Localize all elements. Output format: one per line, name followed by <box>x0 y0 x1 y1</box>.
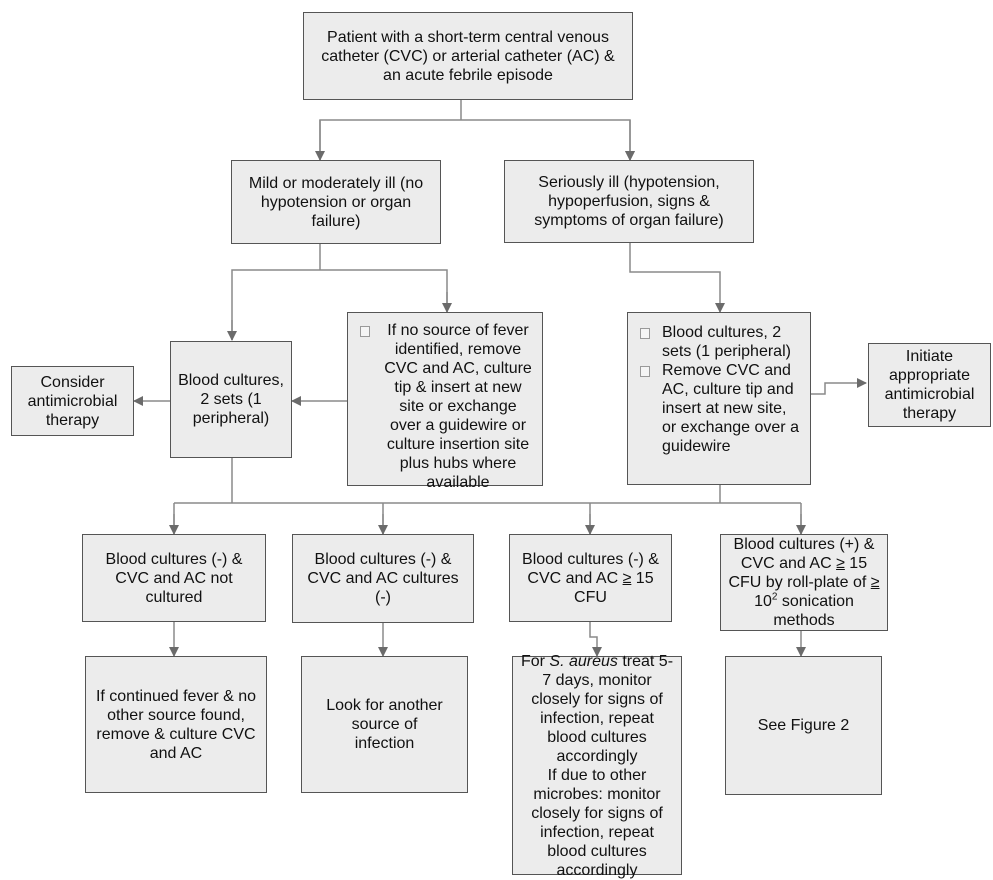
serious-text: Seriously ill (hypotension, hypoperfusio… <box>534 174 724 229</box>
connector-bullets-initiate <box>811 378 867 395</box>
saureus-text: For S. aureus treat 5-7 days, monitor cl… <box>520 652 674 879</box>
no-source-text: If no source of fever identified, remove… <box>384 322 532 491</box>
checkbox-bullet-icon <box>360 326 370 337</box>
checkbox-bullet-icon <box>640 366 650 377</box>
bc-pos-box: Blood cultures (+) & CVC and AC ≥ 15 CFU… <box>720 534 888 631</box>
initiate-box: Initiate appropriate antimicrobial thera… <box>868 343 991 427</box>
bc-neg-cvc-neg-text: Blood cultures (-) & CVC and AC cultures… <box>307 551 459 606</box>
bc-pos-text: Blood cultures (+) & CVC and AC ≥ 15 CFU… <box>728 536 880 629</box>
mild-box: Mild or moderately ill (no hypotension o… <box>231 160 441 244</box>
another-source-box: Look for another source of infection <box>301 656 468 793</box>
connector-serious-bullets <box>629 243 725 313</box>
bc-neg-not-cultured-box: Blood cultures (-) & CVC and AC not cult… <box>82 534 266 622</box>
continued-fever-box: If continued fever & no other source fou… <box>85 656 267 793</box>
connector-patient-split <box>319 100 630 160</box>
initiate-text: Initiate appropriate antimicrobial thera… <box>884 348 975 422</box>
patient-text: Patient with a short-term central venous… <box>321 28 615 84</box>
saureus-box: For S. aureus treat 5-7 days, monitor cl… <box>512 653 682 879</box>
see-figure-box: See Figure 2 <box>725 656 882 795</box>
serious-bullet-1: Blood cultures, 2 sets (1 peripheral) <box>636 323 802 361</box>
bc-neg-not-cultured-text: Blood cultures (-) & CVC and AC not cult… <box>105 550 243 606</box>
serious-box: Seriously ill (hypotension, hypoperfusio… <box>504 160 754 243</box>
bc-neg-15-box: Blood cultures (-) & CVC and AC ≥ 15 CFU <box>509 534 672 622</box>
mild-text: Mild or moderately ill (no hypotension o… <box>248 174 424 230</box>
patient-box: Patient with a short-term central venous… <box>303 12 633 100</box>
bc-neg-15-text: Blood cultures (-) & CVC and AC ≥ 15 CFU <box>522 550 659 606</box>
no-source-box: If no source of fever identified, remove… <box>347 312 543 491</box>
consider-text: Consider antimicrobial therapy <box>27 373 118 429</box>
serious-bullet-2: Remove CVC and AC, culture tip and inser… <box>636 361 802 456</box>
no-source-item: If no source of fever identified, remove… <box>356 321 534 492</box>
blood-mild-text: Blood cultures, 2 sets (1 peripheral) <box>178 372 284 427</box>
serious-bullet-2-text: Remove CVC and AC, culture tip and inser… <box>662 362 799 455</box>
consider-box: Consider antimicrobial therapy <box>11 366 134 436</box>
checkbox-bullet-icon <box>640 328 650 339</box>
bc-neg-cvc-neg-box: Blood cultures (-) & CVC and AC cultures… <box>292 534 474 623</box>
see-figure-text: See Figure 2 <box>757 717 850 734</box>
serious-bullets-box: Blood cultures, 2 sets (1 peripheral) Re… <box>627 312 811 485</box>
continued-fever-text: If continued fever & no other source fou… <box>95 687 257 762</box>
blood-mild-box: Blood cultures, 2 sets (1 peripheral) <box>170 341 292 458</box>
serious-bullet-1-text: Blood cultures, 2 sets (1 peripheral) <box>662 324 791 360</box>
another-source-text: Look for another source of infection <box>326 697 443 752</box>
connector-15-saureus <box>589 622 602 657</box>
